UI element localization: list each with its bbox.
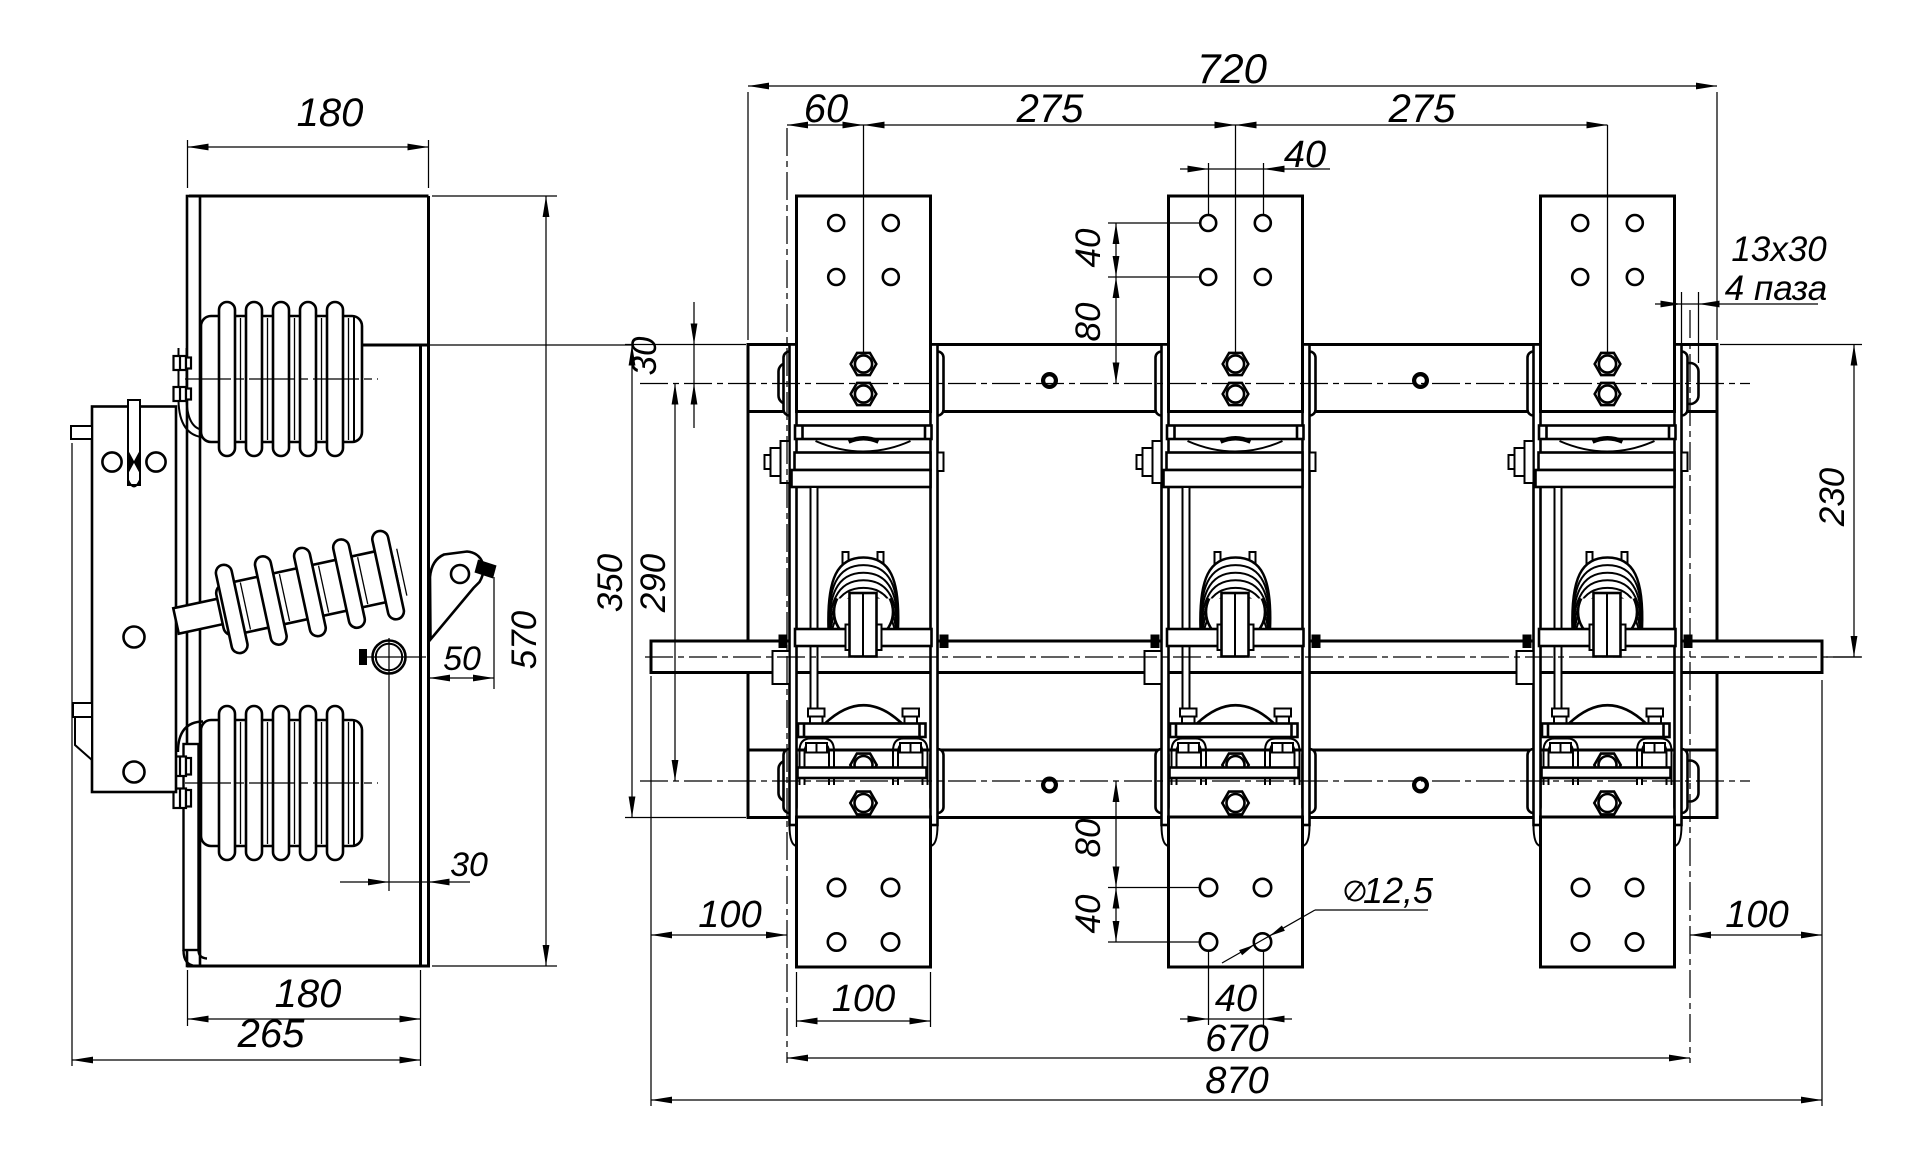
svg-text:670: 670: [1205, 1018, 1268, 1060]
svg-text:275: 275: [1016, 87, 1084, 131]
svg-text:180: 180: [275, 972, 342, 1016]
svg-text:720: 720: [1197, 45, 1268, 92]
svg-text:30: 30: [450, 846, 488, 884]
svg-text:230: 230: [1813, 467, 1852, 527]
svg-text:50: 50: [443, 640, 481, 678]
svg-text:180: 180: [297, 91, 364, 135]
svg-text:40: 40: [1069, 894, 1108, 933]
svg-text:40: 40: [1284, 134, 1326, 176]
svg-text:870: 870: [1205, 1060, 1268, 1102]
svg-text:100: 100: [1725, 894, 1788, 936]
svg-text:100: 100: [832, 978, 895, 1020]
svg-text:350: 350: [591, 553, 630, 612]
svg-text:100: 100: [698, 894, 761, 936]
svg-text:290: 290: [634, 553, 673, 613]
svg-text:40: 40: [1215, 978, 1257, 1020]
svg-text:80: 80: [1069, 818, 1108, 857]
svg-text:275: 275: [1388, 87, 1456, 131]
svg-text:40: 40: [1069, 228, 1108, 267]
svg-text:265: 265: [237, 1012, 305, 1056]
svg-text:570: 570: [505, 610, 544, 669]
svg-text:13x30: 13x30: [1731, 230, 1827, 269]
svg-text:4 паза: 4 паза: [1725, 269, 1828, 308]
svg-text:12,5: 12,5: [1363, 870, 1434, 911]
svg-text:60: 60: [804, 87, 849, 131]
svg-text:80: 80: [1069, 302, 1108, 341]
